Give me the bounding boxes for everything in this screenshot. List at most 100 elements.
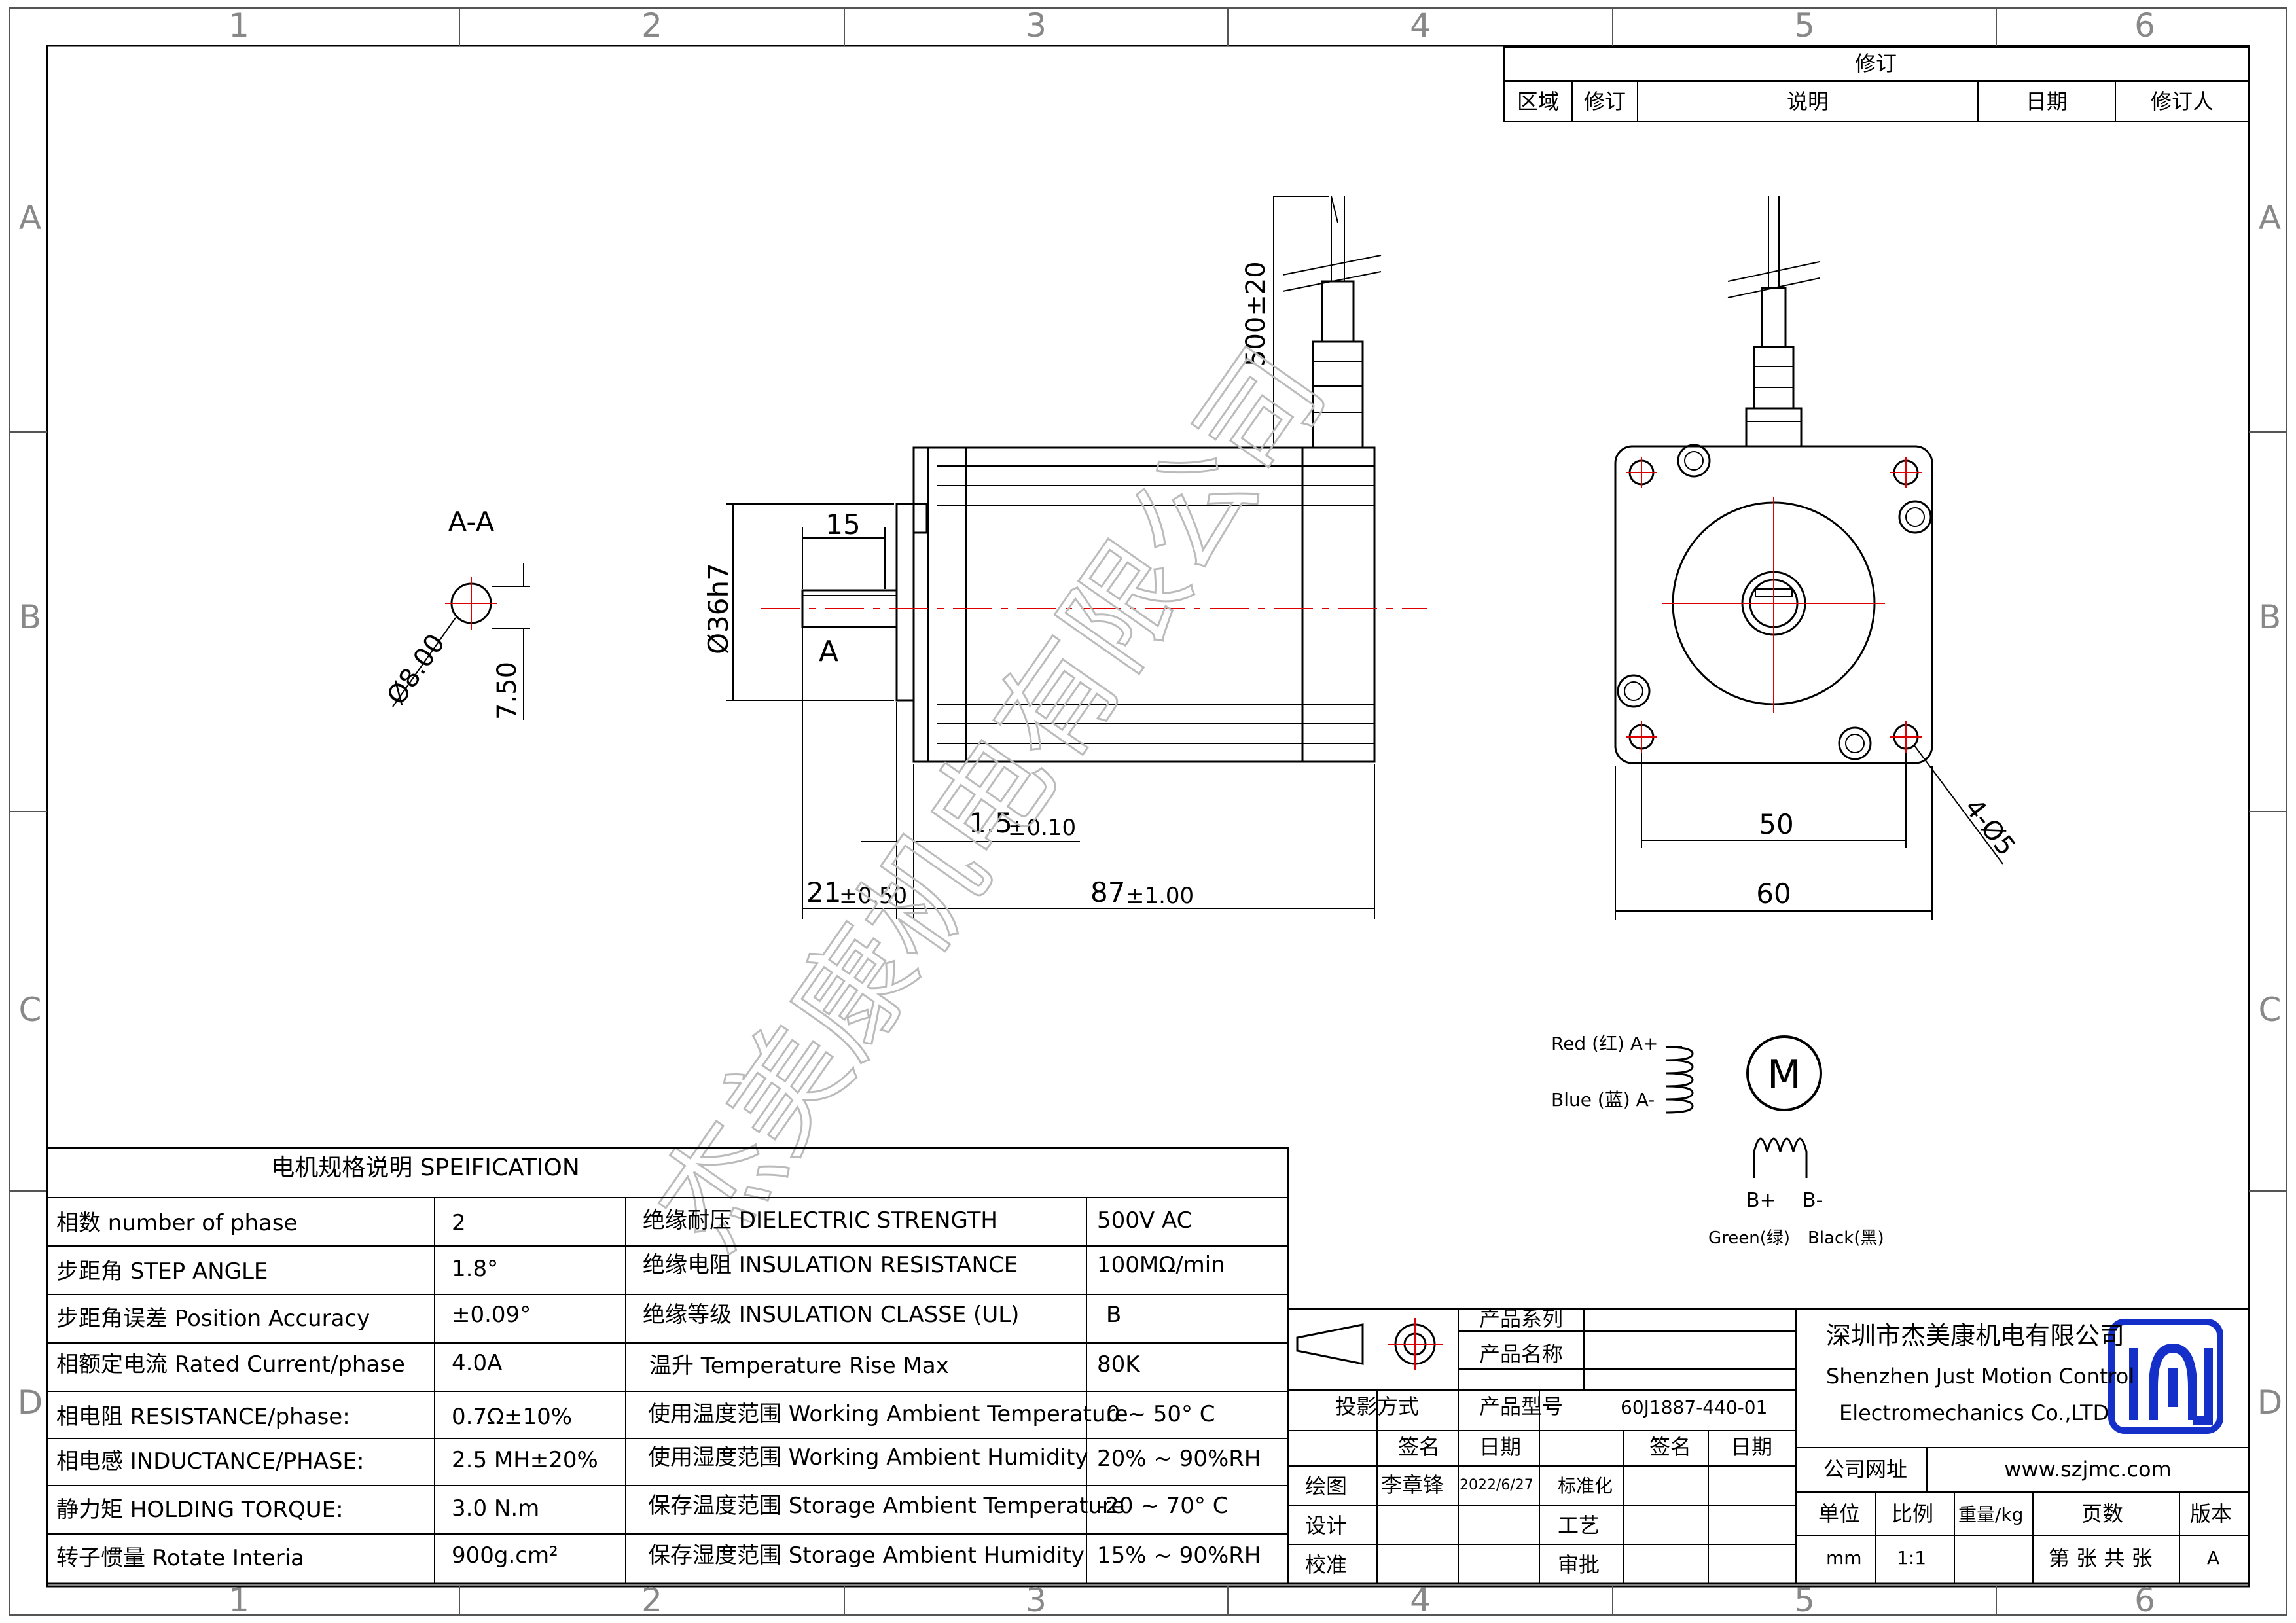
revision-header: 日期: [2026, 89, 2068, 114]
spec-table: 电机规格说明 SPEIFICATION 相数 number of phase 2…: [46, 1147, 1289, 1585]
hole-spacing-dim: 50: [1759, 808, 1793, 840]
spec-value: 100MΩ/min: [1097, 1252, 1225, 1278]
wire-green: Green(绿): [1708, 1228, 1790, 1248]
unit-value: mm: [1826, 1547, 1862, 1569]
front-center-lines: [1626, 457, 1922, 753]
spec-key: 温升 Temperature Rise Max: [649, 1353, 949, 1379]
screw-head: [1898, 500, 1932, 534]
check-label: 校准: [1305, 1552, 1347, 1577]
draw-label: 绘图: [1305, 1474, 1347, 1499]
zone-labels: 1 2 3 4 5 6 1 2 3 4 5 6 A B C D A B C D: [18, 7, 2283, 1619]
version-value: A: [2207, 1547, 2219, 1569]
inner-frame: [46, 45, 2250, 1588]
col-label: 5: [1794, 7, 1815, 45]
col-label: 2: [641, 1581, 662, 1619]
projection-label: 投影方式: [1335, 1394, 1419, 1419]
product-series-label: 产品系列: [1479, 1306, 1563, 1331]
body-length-dim: 87: [1090, 876, 1125, 908]
col-label: 6: [2134, 7, 2155, 45]
col-label: 5: [1794, 1581, 1815, 1619]
row-label: D: [18, 1383, 43, 1421]
revision-header: 区域: [1517, 89, 1559, 114]
title-block-text: 产品系列 产品名称 投影方式 产品型号 60J1887-440-01 签名 日期…: [1305, 1306, 2232, 1577]
design-label: 设计: [1305, 1513, 1347, 1538]
approve-label: 审批: [1558, 1552, 1600, 1577]
drawer-name: 李章锋: [1381, 1472, 1444, 1497]
spec-key: 相额定电流 Rated Current/phase: [56, 1351, 405, 1378]
col-label: 4: [1410, 1581, 1431, 1619]
spec-key: 相电感 INDUCTANCE/PHASE:: [56, 1448, 364, 1474]
spec-key: 相数 number of phase: [56, 1210, 298, 1236]
col-label: 6: [2134, 1581, 2155, 1619]
col-label: 3: [1026, 7, 1047, 45]
title-block: [1287, 1308, 2250, 1585]
company-name-cn: 深圳市杰美康机电有限公司: [1826, 1321, 2125, 1350]
row-label: C: [2259, 991, 2282, 1029]
section-view-aa: A-A Ø8.00 7.50: [382, 506, 530, 720]
revision-header: 修订: [1584, 89, 1626, 114]
pages-label: 页数: [2081, 1501, 2123, 1526]
flange-thickness-tol: ±0.10: [1008, 815, 1076, 841]
revision-header: 修订人: [2151, 89, 2214, 114]
spec-key: 使用温度范围 Working Ambient Temperature: [648, 1401, 1128, 1427]
revision-table: 修订 区域 修订 说明 日期 修订人: [1503, 46, 2250, 122]
wiring-diagram: Red (红) A+ Blue (蓝) A- M B+ B- Green(绿) …: [1551, 1033, 1884, 1248]
spec-value: 2: [452, 1210, 466, 1236]
row-label: B: [19, 598, 41, 636]
coil-a-icon: [1666, 1046, 1694, 1114]
wire-b-plus: B+: [1746, 1189, 1776, 1212]
model-value: 60J1887-440-01: [1621, 1397, 1767, 1418]
section-marker: A: [819, 635, 838, 668]
scale-value: 1:1: [1897, 1547, 1926, 1569]
zone-ticks: [9, 8, 2287, 1615]
company-name-en-2: Electromechanics Co.,LTD: [1839, 1400, 2109, 1425]
spec-value: 80K: [1097, 1351, 1141, 1378]
date-label: 日期: [1479, 1435, 1521, 1459]
pilot-diameter-dim: Ø36h7: [702, 563, 734, 654]
row-label: A: [19, 199, 41, 237]
row-label: B: [2259, 598, 2281, 636]
side-view-dimensions: 500±20 15 Ø36h7 A 1.5 ±0.10 21 ±0.50 87 …: [702, 261, 1375, 919]
projection-cone-icon: [1296, 1323, 1364, 1365]
wire-b-minus: B-: [1803, 1189, 1823, 1212]
row-label: C: [19, 991, 42, 1029]
body-length-tol: ±1.00: [1126, 883, 1194, 909]
wire-a-minus: Blue (蓝) A-: [1551, 1089, 1655, 1111]
company-logo-icon: [2108, 1319, 2223, 1434]
draw-date: 2022/6/27: [1460, 1477, 1534, 1493]
company-name-en-1: Shenzhen Just Motion Control: [1826, 1364, 2134, 1389]
screw-head: [1617, 674, 1651, 708]
spec-value: 4.0A: [452, 1350, 502, 1376]
side-view: [761, 196, 1427, 763]
standard-label: 标准化: [1558, 1475, 1613, 1497]
weight-label: 重量/kg: [1958, 1504, 2023, 1525]
spec-key: 转子惯量 Rotate Interia: [56, 1545, 304, 1571]
spec-value: B: [1106, 1302, 1121, 1328]
spec-value: 2.5 MH±20%: [452, 1447, 598, 1473]
revision-title: 修订: [1855, 51, 1897, 76]
spec-value: 0.7Ω±10%: [452, 1404, 572, 1430]
spec-key: 绝缘等级 INSULATION CLASSE (UL): [643, 1302, 1019, 1328]
motor-symbol: M: [1767, 1052, 1801, 1097]
spec-value: 3.0 N.m: [452, 1495, 539, 1522]
section-title: A-A: [448, 506, 495, 538]
body-width-dim: 60: [1756, 878, 1791, 910]
spec-title: 电机规格说明 SPEIFICATION: [271, 1154, 580, 1181]
cable-length-dim: 500±20: [1241, 261, 1271, 366]
spec-key: 绝缘耐压 DIELECTRIC STRENGTH: [643, 1207, 997, 1234]
motor-symbol-icon: [1746, 1035, 1822, 1111]
spec-key: 步距角误差 Position Accuracy: [56, 1306, 370, 1332]
product-name-label: 产品名称: [1479, 1342, 1563, 1366]
spec-value: 0 ~ 50° C: [1106, 1401, 1215, 1427]
sign-label: 签名: [1398, 1435, 1440, 1459]
wire-a-plus: Red (红) A+: [1551, 1033, 1658, 1054]
date-label: 日期: [1731, 1435, 1772, 1459]
screw-head: [1838, 726, 1872, 760]
website: www.szjmc.com: [2004, 1457, 2171, 1482]
section-flat: 7.50: [492, 662, 522, 720]
wire-black: Black(黑): [1808, 1228, 1884, 1248]
model-label: 产品型号: [1479, 1394, 1563, 1419]
section-diameter: Ø8.00: [382, 629, 452, 711]
spec-key: 保存温度范围 Storage Ambient Temperature: [648, 1493, 1124, 1519]
